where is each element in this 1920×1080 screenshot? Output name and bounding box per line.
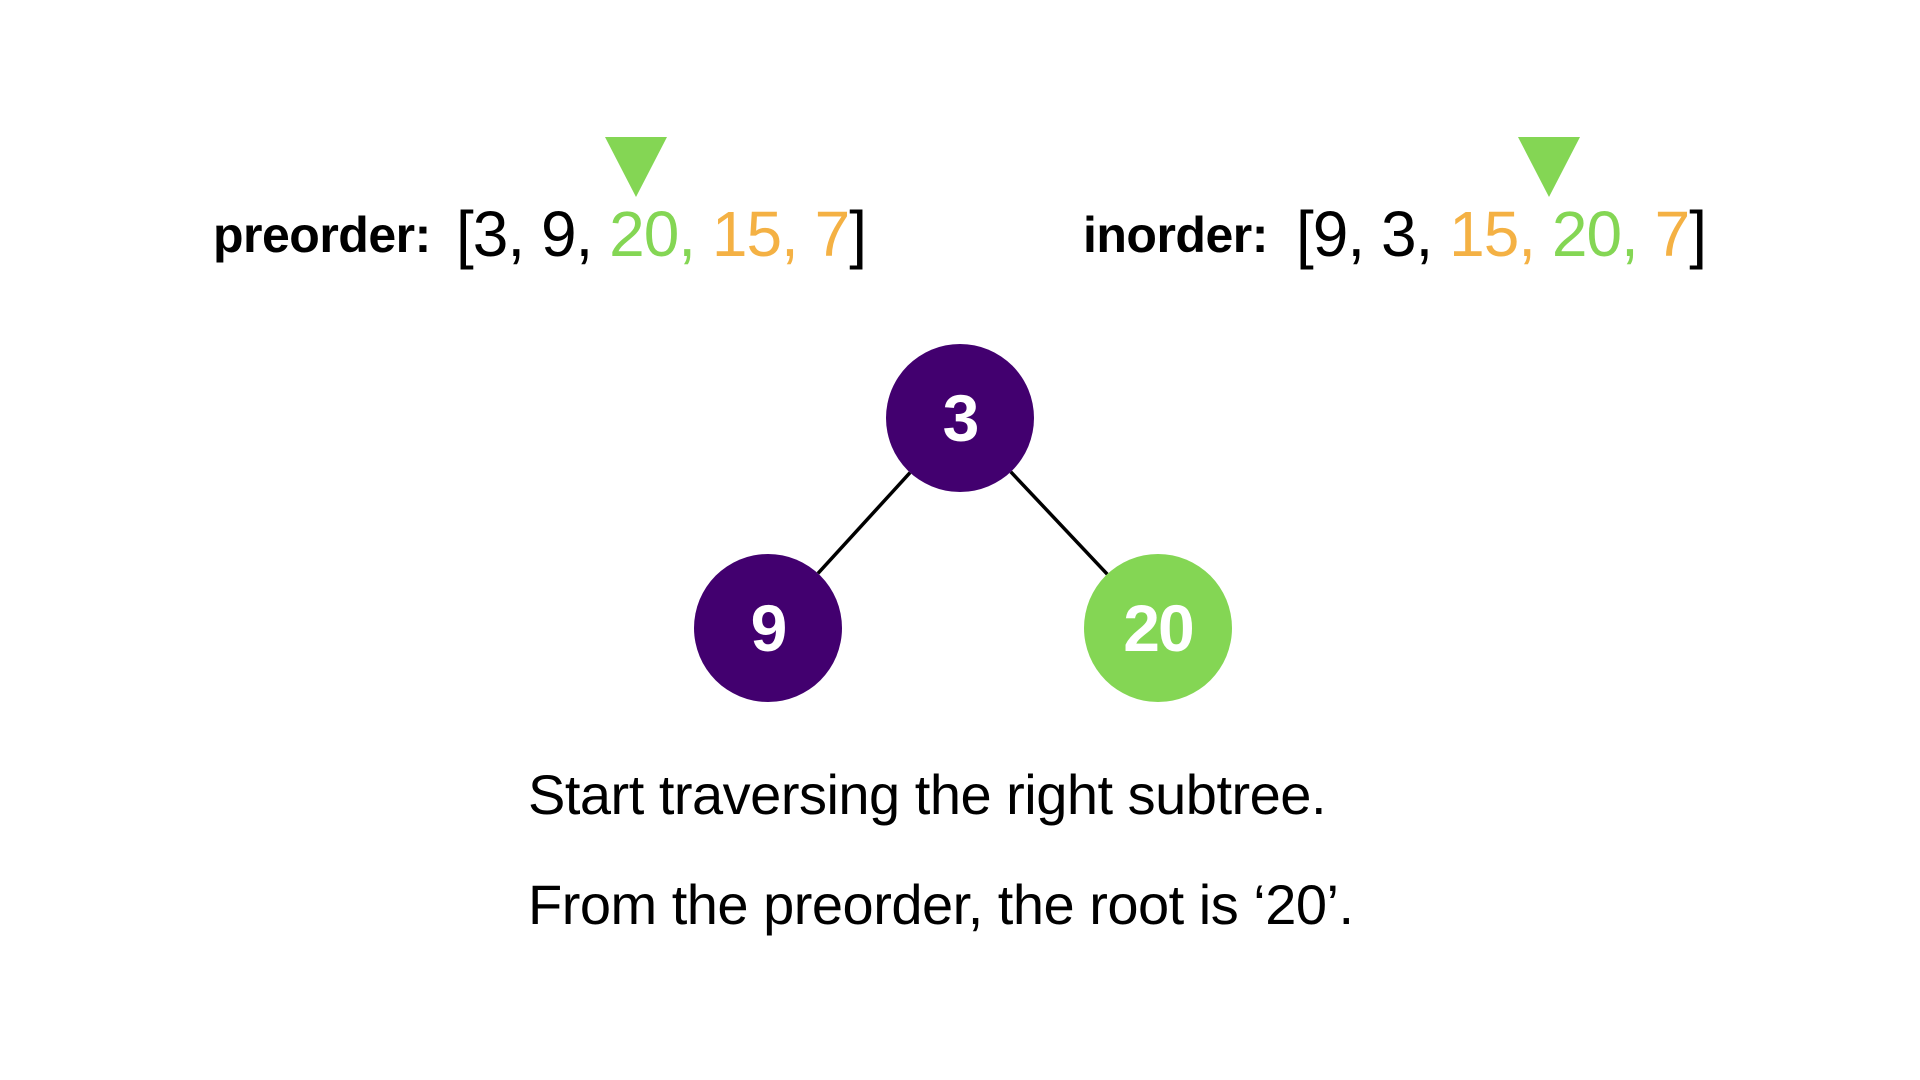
tree-node-left-value: 9	[750, 591, 788, 665]
preorder-token-2: 15, 7	[711, 198, 850, 270]
preorder-token-3: ]	[849, 198, 867, 270]
caption-line-2: From the preorder, the root is ‘20’.	[528, 873, 1354, 936]
inorder-label: inorder:	[1083, 207, 1268, 263]
tree-node-root-value: 3	[942, 381, 980, 455]
tree-node-left	[694, 554, 842, 702]
preorder-pointer-icon	[605, 137, 667, 197]
inorder-array: [9, 3, 15, 20, 7]	[1296, 196, 1707, 272]
inorder-token-3: 7	[1654, 198, 1691, 270]
tree-node-right-value: 20	[1123, 591, 1194, 665]
inorder-token-4: ]	[1689, 198, 1707, 270]
preorder-token-0: [3, 9,	[456, 198, 610, 270]
inorder-token-0: [9, 3,	[1296, 198, 1450, 270]
preorder-array: [3, 9, 20, 15, 7]	[456, 196, 867, 272]
tree-edge-root-right	[1009, 470, 1109, 576]
inorder-pointer-icon	[1518, 137, 1580, 197]
inorder-token-2: 20,	[1551, 198, 1655, 270]
tree-edge-root-left	[816, 471, 912, 575]
preorder-label: preorder:	[213, 207, 431, 263]
caption-line-1: Start traversing the right subtree.	[528, 763, 1327, 826]
preorder-token-1: 20,	[609, 198, 712, 270]
inorder-token-1: 15,	[1449, 198, 1552, 270]
tree-node-right	[1084, 554, 1232, 702]
tree-node-root	[886, 344, 1034, 492]
